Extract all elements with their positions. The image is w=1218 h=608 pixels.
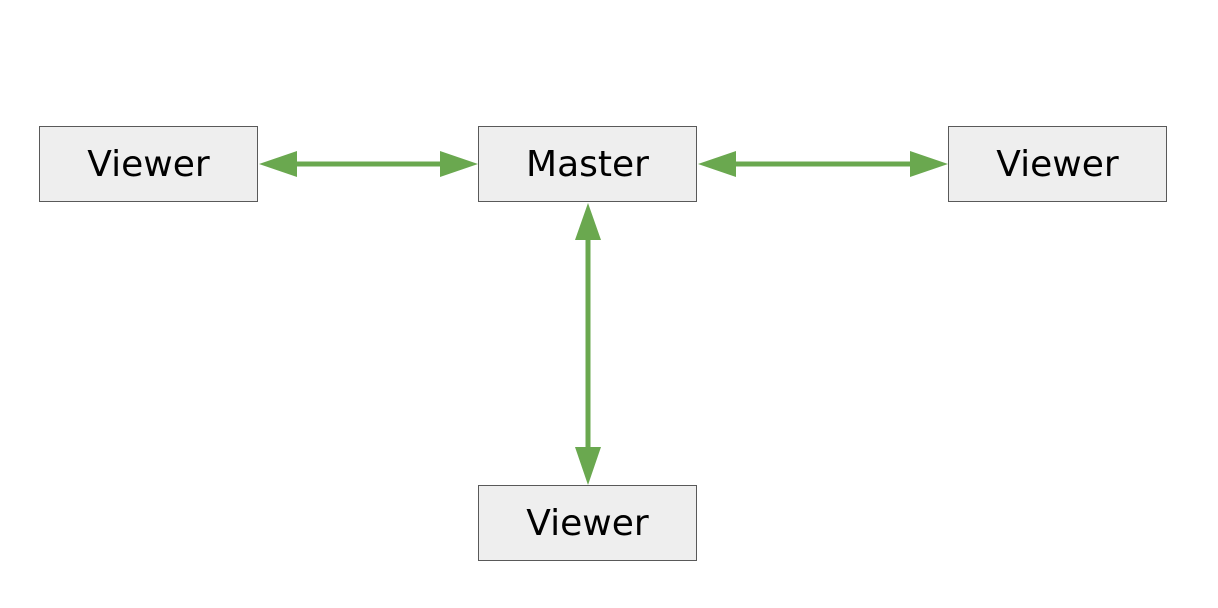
arrowhead-down: [575, 447, 601, 485]
arrowhead-right: [910, 151, 948, 177]
edge-master-viewer-bottom: [575, 203, 601, 485]
arrowhead-up: [575, 203, 601, 240]
arrowhead-right: [440, 151, 478, 177]
node-viewer-right: Viewer: [948, 126, 1167, 202]
edge-master-viewer-right: [698, 151, 948, 177]
node-viewer-bottom: Viewer: [478, 485, 697, 561]
node-master: Master: [478, 126, 697, 202]
edge-viewer-left-master: [259, 151, 478, 177]
node-viewer-left: Viewer: [39, 126, 258, 202]
arrowhead-left: [259, 151, 297, 177]
arrowhead-left: [698, 151, 736, 177]
